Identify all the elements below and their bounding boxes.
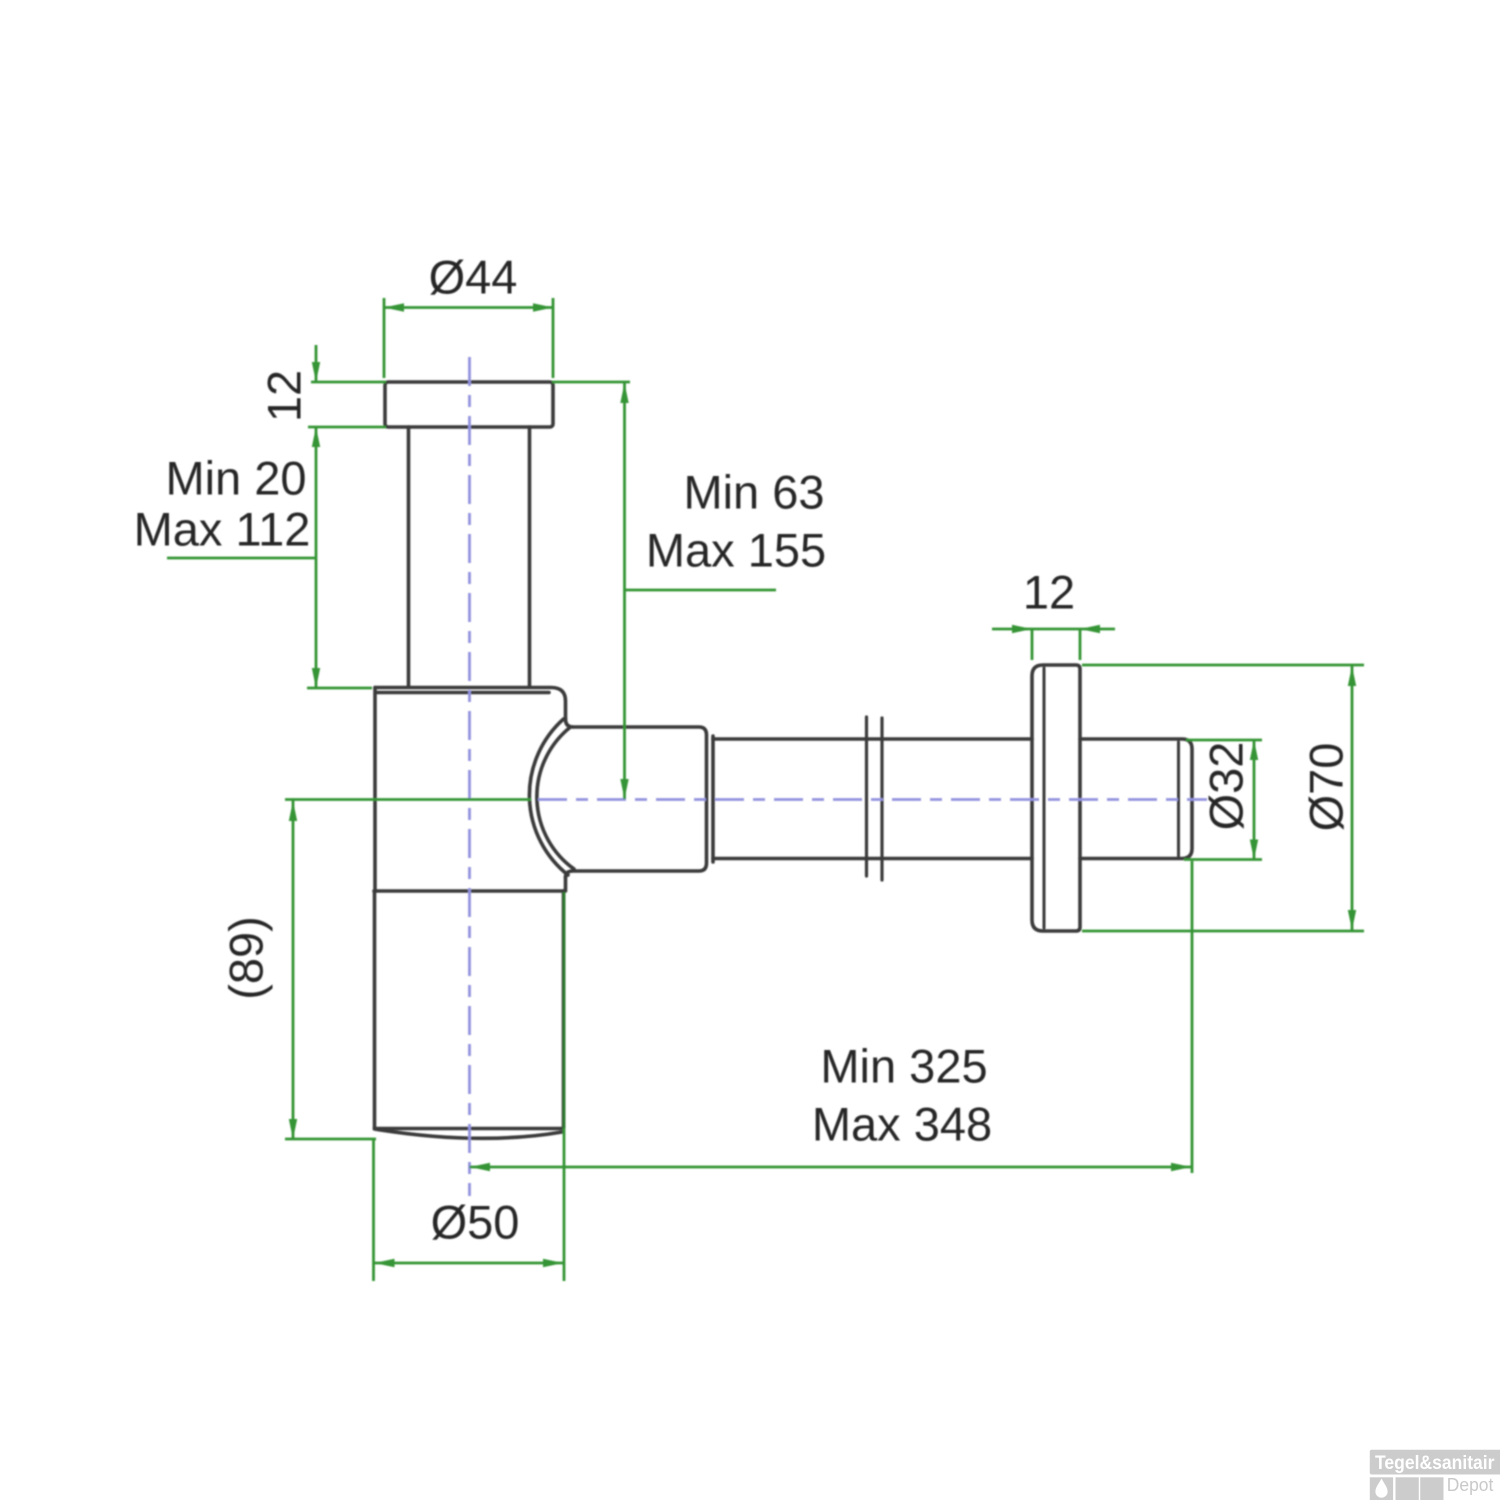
svg-text:Ø32: Ø32 <box>1200 742 1253 831</box>
svg-text:Max 348: Max 348 <box>812 1098 992 1151</box>
svg-text:Tegel&sanitair: Tegel&sanitair <box>1375 1452 1495 1474</box>
svg-text:(89): (89) <box>220 916 273 1000</box>
svg-text:Max 155: Max 155 <box>646 524 826 577</box>
svg-text:Ø70: Ø70 <box>1300 743 1353 832</box>
svg-text:Ø44: Ø44 <box>429 251 518 304</box>
svg-text:Ø50: Ø50 <box>431 1196 520 1249</box>
svg-text:Min 20: Min 20 <box>165 452 306 505</box>
svg-text:12: 12 <box>1023 566 1075 619</box>
svg-text:12: 12 <box>258 370 311 422</box>
svg-text:Min 325: Min 325 <box>820 1040 987 1093</box>
svg-text:Depot: Depot <box>1447 1475 1494 1495</box>
svg-text:Min 63: Min 63 <box>683 466 824 519</box>
svg-text:Max 112: Max 112 <box>134 503 311 556</box>
